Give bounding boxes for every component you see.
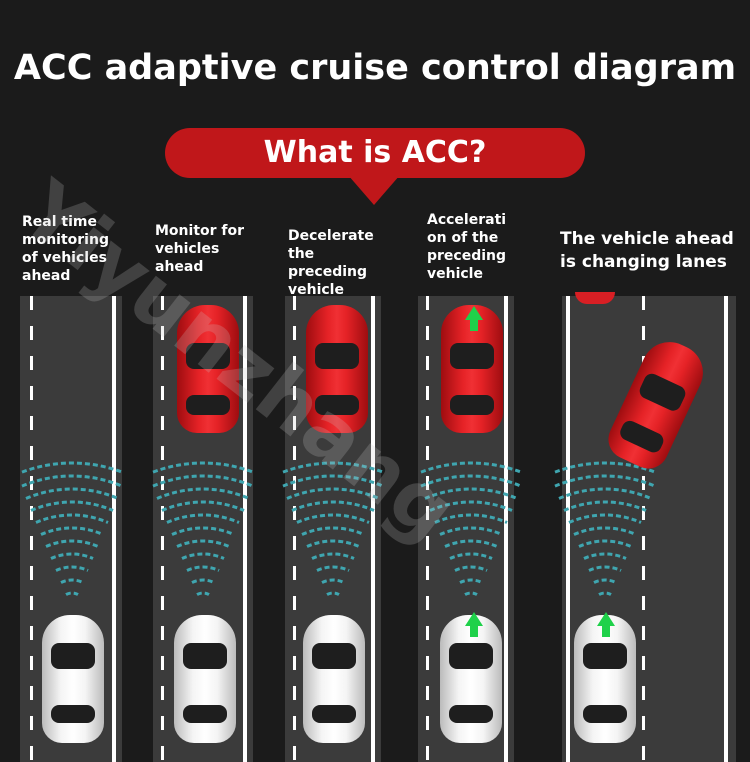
radar-waves-icon — [554, 461, 656, 596]
radar-arc — [191, 578, 215, 584]
accelerate-arrow-icon — [465, 306, 483, 331]
radar-arc — [156, 487, 250, 500]
radar-arc — [439, 526, 503, 536]
radar-arc — [196, 591, 210, 596]
radar-arc — [578, 539, 632, 548]
accelerate-arrow-icon — [597, 612, 615, 637]
radar-arc — [316, 565, 350, 572]
radar-arc — [306, 539, 360, 548]
radar-arc — [21, 474, 123, 488]
radar-arc — [321, 578, 345, 584]
radar-arc — [186, 565, 220, 572]
radar-arc — [60, 578, 84, 584]
own-car-3 — [303, 615, 365, 743]
radar-arc — [449, 552, 493, 560]
radar-arc — [424, 487, 518, 500]
radar-arc — [573, 526, 637, 536]
radar-arc — [563, 500, 647, 512]
radar-arc — [40, 526, 104, 536]
radar-arc — [554, 474, 656, 488]
radar-waves-icon — [282, 461, 384, 596]
panel-3-label: Decelerate the preceding vehicle — [288, 228, 374, 298]
radar-arc — [420, 461, 522, 474]
radar-arc — [55, 565, 89, 572]
panel-5-label: The vehicle ahead is changing lanes — [560, 229, 734, 272]
radar-waves-icon — [420, 461, 522, 596]
radar-arc — [286, 487, 380, 500]
diagram-title: ACC adaptive cruise control diagram — [13, 48, 737, 88]
radar-arc — [50, 552, 94, 560]
radar-arc — [30, 500, 114, 512]
radar-arc — [454, 565, 488, 572]
radar-waves-icon — [152, 461, 254, 596]
what-is-acc-banner: What is ACC? — [165, 128, 585, 178]
radar-arc — [554, 461, 656, 474]
radar-arc — [420, 474, 522, 488]
own-car-4 — [440, 615, 502, 743]
own-car-2 — [174, 615, 236, 743]
radar-arc — [464, 591, 478, 596]
radar-waves-icon — [21, 461, 123, 596]
radar-arc — [326, 591, 340, 596]
radar-arc — [568, 513, 642, 524]
radar-arc — [311, 552, 355, 560]
radar-arc — [434, 513, 508, 524]
radar-arc — [588, 565, 622, 572]
radar-arc — [181, 552, 225, 560]
accelerate-arrow-icon — [465, 612, 483, 637]
radar-arc — [598, 591, 612, 596]
banner-pointer — [348, 175, 400, 205]
own-car-1 — [42, 615, 104, 743]
radar-arc — [282, 461, 384, 474]
radar-arc — [65, 591, 79, 596]
radar-arc — [291, 500, 375, 512]
panel-2-label: Monitor for vehicles ahead — [155, 223, 245, 275]
radar-arc — [35, 513, 109, 524]
radar-arc — [282, 474, 384, 488]
lead-car-2 — [177, 305, 239, 433]
radar-arc — [296, 513, 370, 524]
panel-1-label: Real time monitoring of vehicles ahead — [22, 214, 109, 284]
lead-car-3 — [306, 305, 368, 433]
radar-arc — [21, 461, 123, 474]
radar-arc — [176, 539, 230, 548]
radar-arc — [171, 526, 235, 536]
radar-arc — [45, 539, 99, 548]
radar-arc — [593, 578, 617, 584]
radar-arc — [459, 578, 483, 584]
radar-arc — [166, 513, 240, 524]
radar-arc — [25, 487, 119, 500]
radar-arc — [558, 487, 652, 500]
radar-arc — [301, 526, 365, 536]
radar-arc — [161, 500, 245, 512]
panel-4-label: Acceleration of the preceding vehicle — [427, 212, 507, 282]
radar-arc — [152, 474, 254, 488]
radar-arc — [444, 539, 498, 548]
radar-arc — [152, 461, 254, 474]
radar-arc — [429, 500, 513, 512]
radar-arc — [583, 552, 627, 560]
departing-car — [575, 292, 615, 304]
